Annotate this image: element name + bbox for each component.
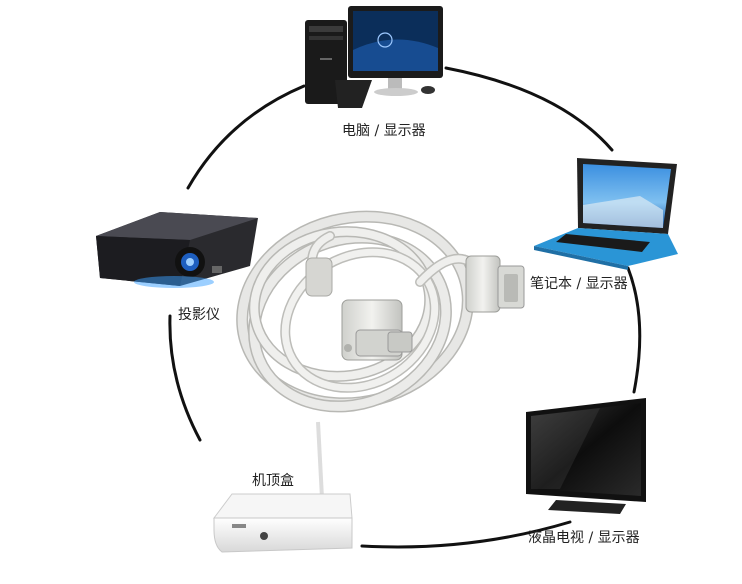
lcd-tv-icon <box>526 398 646 514</box>
projector-icon <box>96 212 258 288</box>
ferrite-core <box>305 257 333 297</box>
label-pc-monitor: 电脑 / 显示器 <box>342 123 426 139</box>
connection-ring <box>168 66 642 549</box>
label-laptop-monitor: 笔记本 / 显示器 <box>530 276 628 292</box>
desktop-computer-icon <box>305 6 443 108</box>
laptop-icon <box>534 158 678 270</box>
label-projector: 投影仪 <box>178 307 220 323</box>
label-set-top-box: 机顶盒 <box>252 473 294 489</box>
set-top-box-icon <box>213 421 353 553</box>
label-lcd-tv-monitor: 液晶电视 / 显示器 <box>528 530 640 546</box>
vga-connector-center <box>341 299 413 361</box>
vga-connector-right <box>465 255 525 313</box>
